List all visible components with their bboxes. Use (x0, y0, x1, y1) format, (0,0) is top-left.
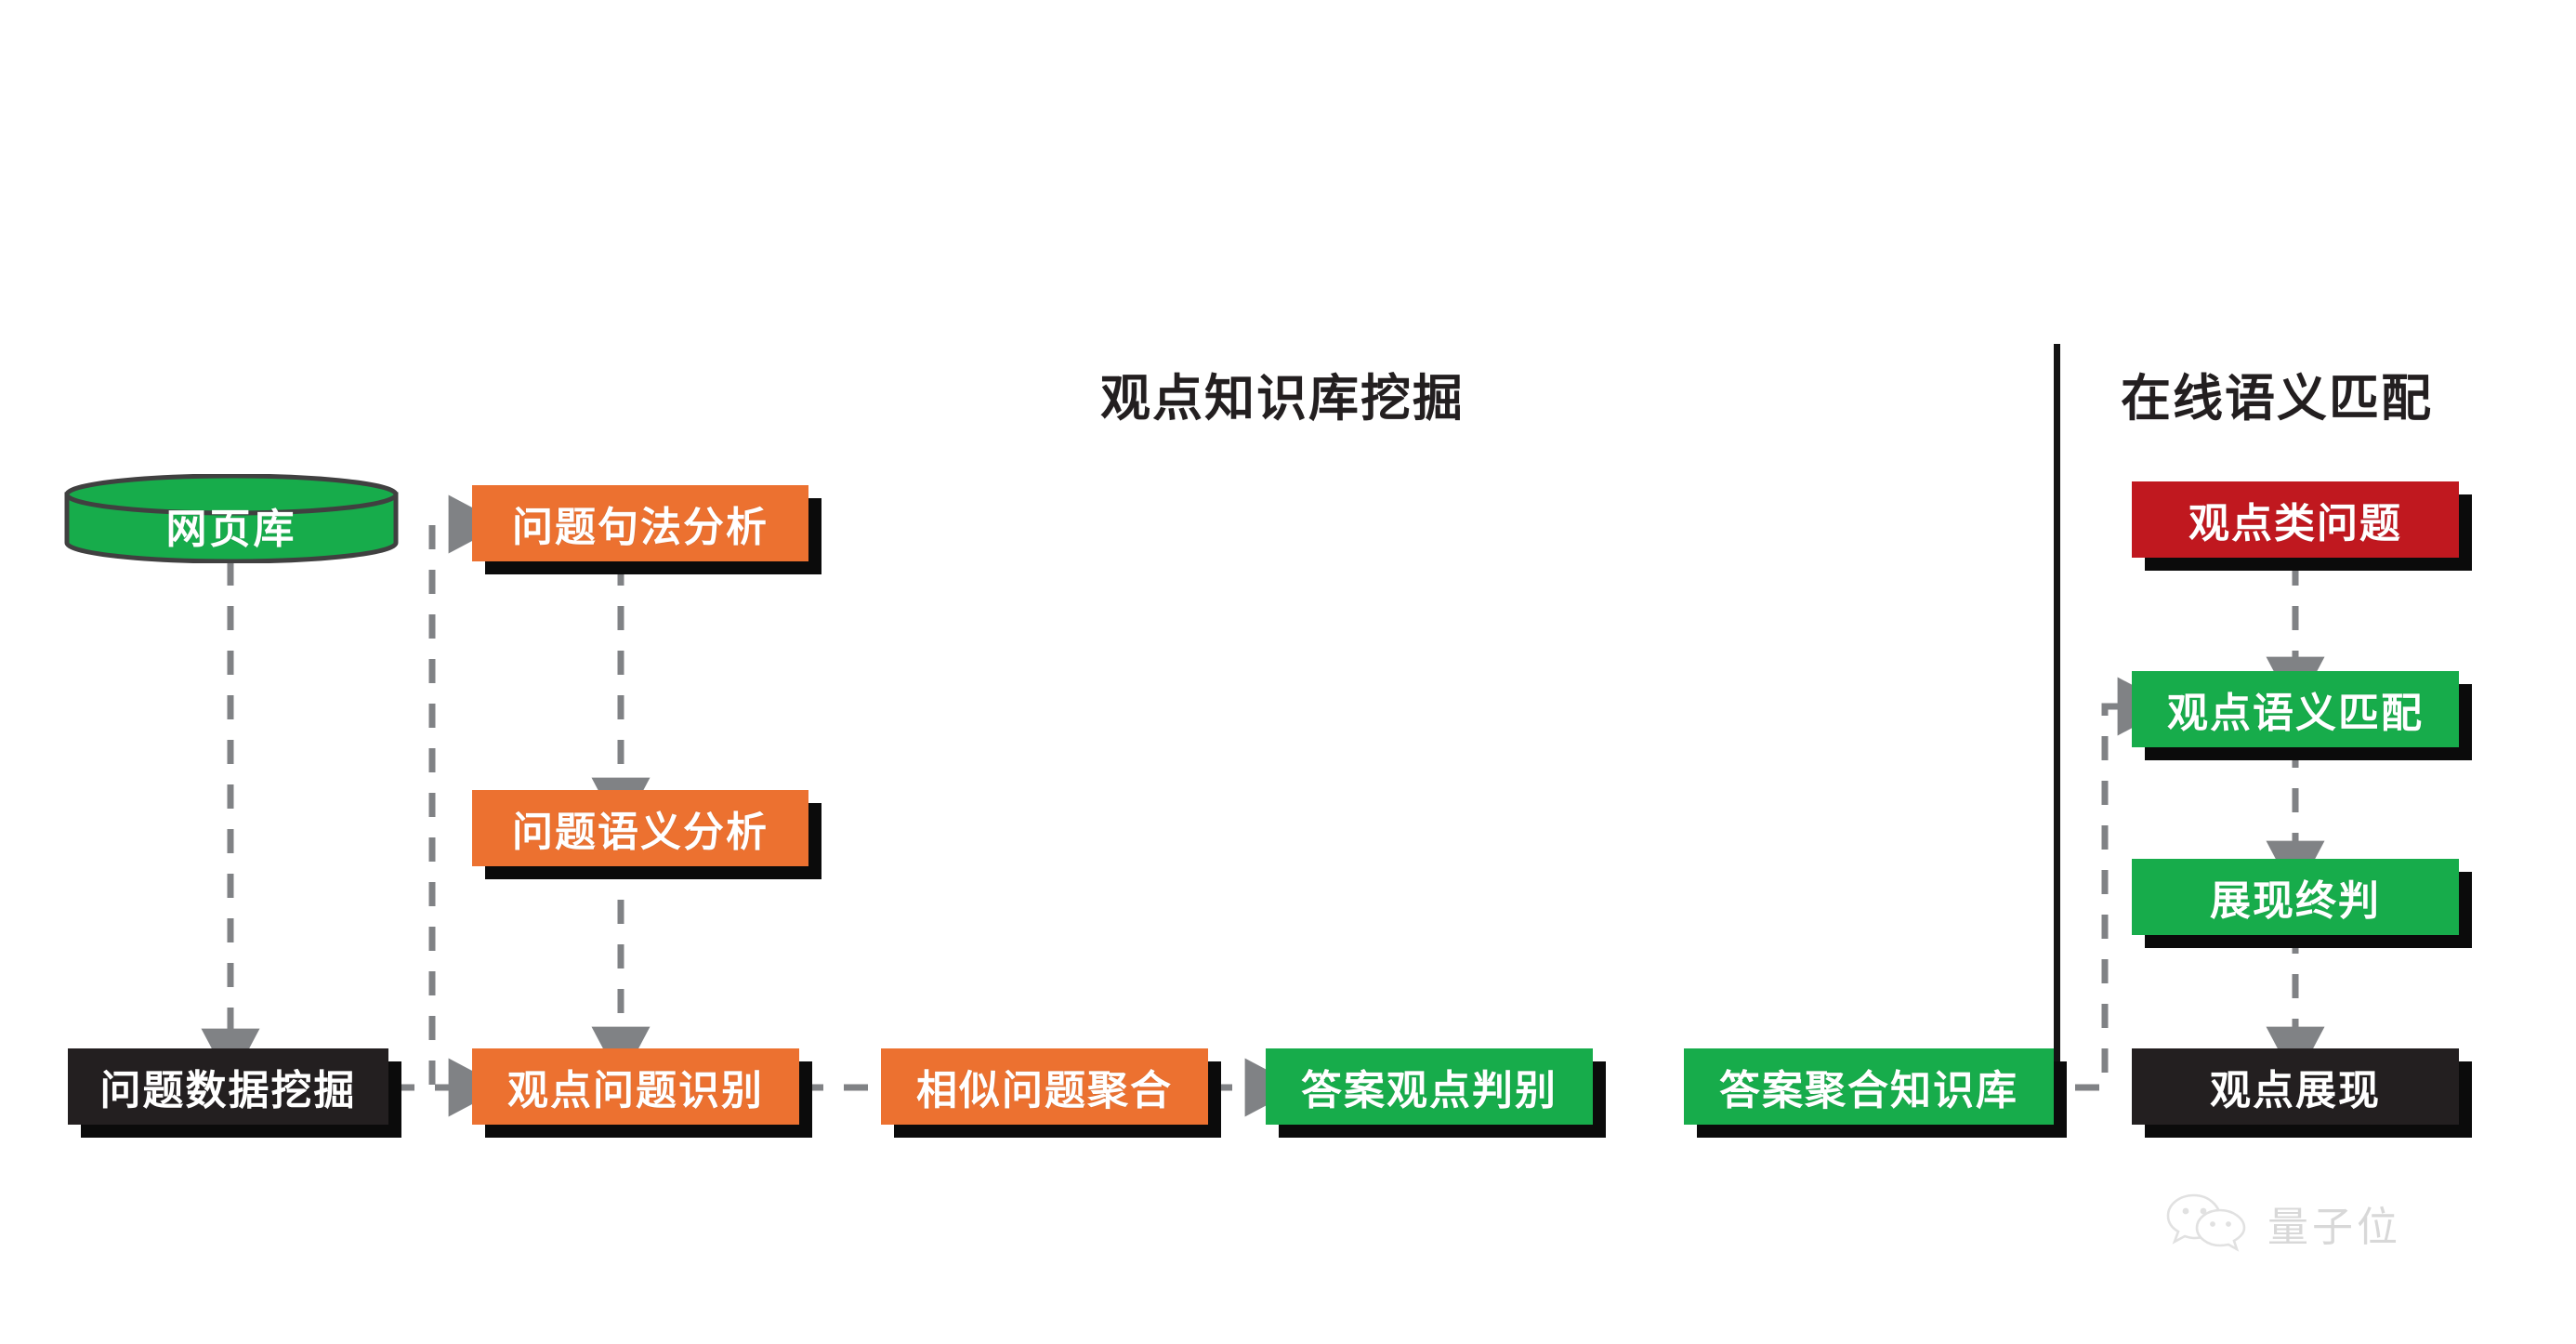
edge-qdatamining-to-qsyntax (390, 494, 505, 1091)
node-answer-aggregation-knowledge-base[interactable]: 答案聚合知识库 (1684, 1048, 2054, 1125)
section-divider (2054, 344, 2060, 1130)
edge-answerkb-to-opinionmatch (1807, 677, 2174, 1091)
node-opinion-type-question[interactable]: 观点类问题 (2132, 481, 2459, 558)
node-similar-question-clustering[interactable]: 相似问题聚合 (881, 1048, 1208, 1125)
node-opinion-question-recognition[interactable]: 观点问题识别 (472, 1048, 799, 1125)
node-web-db[interactable]: 网页库 (63, 474, 400, 563)
node-opinion-display[interactable]: 观点展现 (2132, 1048, 2459, 1125)
node-question-data-mining[interactable]: 问题数据挖掘 (68, 1048, 388, 1125)
section-title-mining: 观点知识库挖掘 (1100, 371, 1465, 427)
node-question-syntax-analysis[interactable]: 问题句法分析 (472, 485, 808, 561)
watermark-text: 量子位 (2267, 1205, 2401, 1250)
section-title-online: 在线语义匹配 (2121, 371, 2433, 427)
node-opinion-semantic-matching[interactable]: 观点语义匹配 (2132, 671, 2459, 747)
node-display-final-judgement[interactable]: 展现终判 (2132, 859, 2459, 935)
node-web-db-label: 网页库 (165, 507, 297, 552)
node-answer-opinion-judgement[interactable]: 答案观点判别 (1266, 1048, 1593, 1125)
watermark: 量子位 (2165, 1192, 2401, 1255)
wechat-icon (2166, 1193, 2246, 1252)
cylinder-shape (64, 474, 399, 563)
node-question-semantic-analysis[interactable]: 问题语义分析 (472, 790, 808, 866)
